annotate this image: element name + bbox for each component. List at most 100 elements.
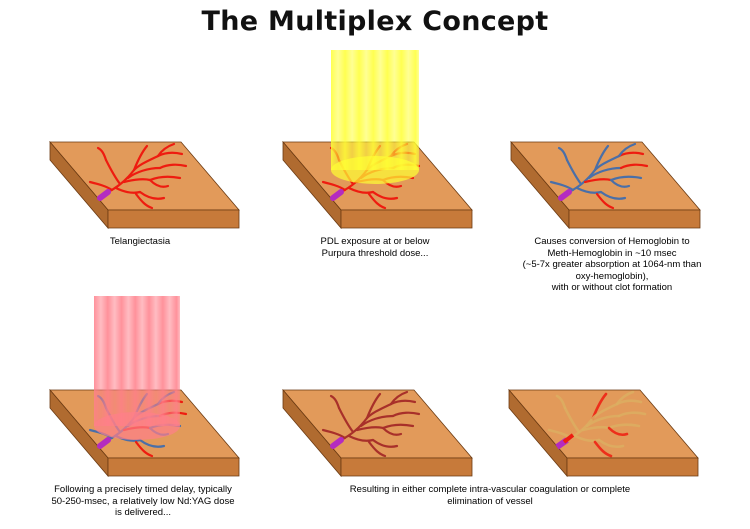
vessel-branch bbox=[609, 178, 631, 188]
vessel-branch bbox=[96, 146, 108, 162]
vessel-branch bbox=[575, 186, 603, 194]
beam-spot bbox=[94, 412, 180, 440]
vessel-branch bbox=[595, 192, 615, 210]
feeder-vessel bbox=[558, 189, 572, 201]
feeder-vessel-stub bbox=[562, 433, 575, 444]
panel-6 bbox=[508, 388, 699, 478]
vessel-branch bbox=[593, 144, 610, 172]
vessel-branch bbox=[138, 438, 166, 448]
caption-line: 50-250-msec, a relatively low Nd:YAG dos… bbox=[51, 495, 235, 507]
vessel-branch bbox=[389, 399, 417, 406]
skin-slab-front bbox=[340, 209, 473, 229]
feeder-vessel bbox=[97, 437, 111, 449]
feeder-vessel bbox=[330, 437, 344, 449]
vessel-branch bbox=[114, 186, 142, 194]
vessel-branch bbox=[88, 180, 114, 192]
vessel-branch bbox=[617, 411, 647, 418]
caption-line: (~5-7x greater absorption at 1064-nm tha… bbox=[522, 259, 702, 270]
vessel-branch bbox=[138, 190, 166, 200]
vessel-branch bbox=[132, 154, 160, 172]
vessel-branch bbox=[337, 406, 355, 434]
vessel-network bbox=[321, 390, 421, 458]
vessel-branch bbox=[122, 178, 152, 184]
caption-line: Telangiectasia bbox=[109, 236, 171, 247]
vessel-branch bbox=[359, 414, 395, 428]
vessel-branch bbox=[371, 438, 399, 448]
vessel-branch bbox=[347, 186, 375, 194]
caption-line: is delivered... bbox=[115, 507, 171, 518]
caption-line: Following a precisely timed delay, typic… bbox=[54, 484, 232, 495]
page-title: The Multiplex Concept bbox=[201, 6, 549, 37]
vessel-branch bbox=[367, 440, 387, 458]
vessel-branch bbox=[607, 426, 629, 437]
vessel-branch bbox=[563, 406, 581, 434]
caption-ndyag-delivery: Following a precisely timed delay, typic… bbox=[38, 484, 248, 519]
vessel-branch bbox=[104, 158, 122, 186]
caption-line: elimination of vessel bbox=[447, 495, 533, 507]
panel-5 bbox=[282, 388, 473, 478]
skin-slab-front bbox=[566, 457, 699, 477]
beam-column bbox=[331, 50, 419, 170]
vessel-branch bbox=[617, 151, 645, 158]
vessel-branch bbox=[555, 394, 567, 410]
vessel-branch bbox=[615, 390, 635, 406]
skin-slab-front bbox=[107, 209, 240, 229]
vessel-branch bbox=[587, 166, 623, 180]
skin-slab-front bbox=[340, 457, 473, 477]
vessel-branch bbox=[581, 425, 611, 432]
beam-column bbox=[94, 296, 180, 426]
vessel-branch bbox=[609, 175, 643, 182]
vessel-network bbox=[88, 142, 188, 210]
vessel-branch bbox=[585, 414, 621, 428]
caption-line: with or without clot formation bbox=[551, 282, 673, 293]
caption-line: oxy-hemoglobin), bbox=[575, 270, 649, 282]
skin-slab-front bbox=[107, 457, 240, 477]
vessel-branch bbox=[593, 440, 613, 458]
vessel-branch bbox=[321, 180, 347, 192]
vessel-branch bbox=[557, 146, 569, 162]
vessel-branch bbox=[381, 423, 415, 430]
panel-1 bbox=[49, 140, 240, 230]
vessel-network bbox=[549, 142, 649, 210]
caption-line: Causes conversion of Hemoglobin to bbox=[534, 236, 690, 247]
vessel-branch bbox=[549, 180, 575, 192]
vessel-branch bbox=[565, 158, 583, 186]
skin-slab-front bbox=[568, 209, 701, 229]
vessel-branch bbox=[599, 190, 627, 200]
vessel-branch bbox=[371, 190, 399, 200]
vessel-branch bbox=[381, 426, 403, 436]
vessel-branch bbox=[591, 402, 619, 420]
vessel-branch bbox=[391, 411, 421, 418]
panel-4 bbox=[49, 296, 240, 478]
caption-line: PDL exposure at or below bbox=[320, 236, 430, 247]
vessel-branch bbox=[156, 142, 176, 158]
panel-3 bbox=[510, 140, 701, 230]
vessel-branch bbox=[597, 438, 625, 449]
feeder-vessel bbox=[97, 189, 111, 201]
vessel-branch bbox=[617, 142, 637, 158]
vessel-branch bbox=[132, 144, 149, 172]
caption-line: Purpura threshold dose... bbox=[321, 247, 429, 259]
vessel-branch bbox=[134, 440, 154, 458]
panel-2 bbox=[282, 50, 473, 230]
caption-telangiectasia: Telangiectasia bbox=[60, 236, 220, 248]
pdl-laser-beam bbox=[331, 50, 419, 184]
vessel-branch bbox=[347, 434, 375, 442]
caption-result: Resulting in either complete intra-vascu… bbox=[330, 484, 650, 507]
vessel-branch bbox=[329, 394, 341, 410]
vessel-branch bbox=[355, 426, 385, 432]
vessel-branch bbox=[321, 428, 347, 440]
beam-spot bbox=[331, 156, 419, 184]
caption-line: Resulting in either complete intra-vascu… bbox=[349, 484, 631, 495]
feeder-vessel bbox=[330, 189, 344, 201]
ndyag-laser-beam bbox=[94, 296, 180, 440]
vessel-branch bbox=[148, 178, 170, 188]
vessel-branch bbox=[365, 402, 393, 420]
vessel-branch bbox=[134, 192, 154, 210]
vessel-branch bbox=[365, 392, 382, 420]
vessel-branch bbox=[619, 163, 649, 170]
vessel-branch bbox=[158, 163, 188, 170]
